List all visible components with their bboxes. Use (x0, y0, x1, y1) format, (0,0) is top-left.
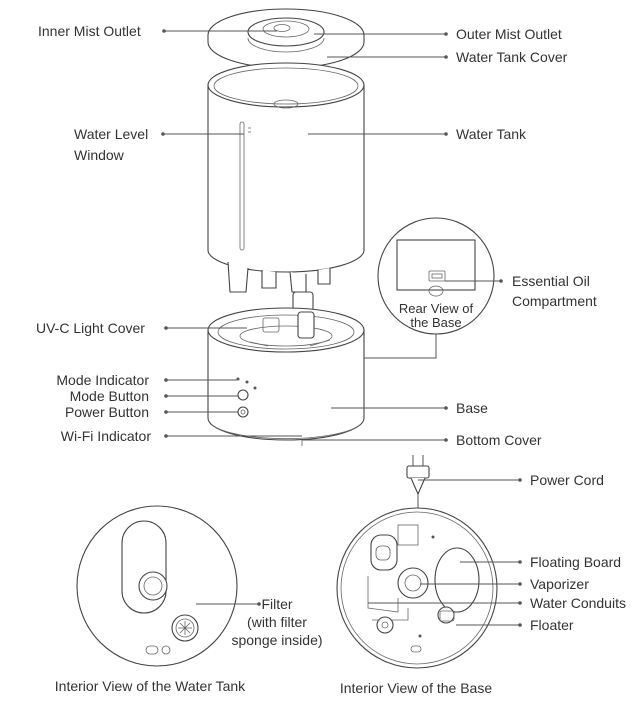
essential-oil-label-line1: Essential Oil (512, 273, 590, 289)
power-button-label: Power Button (65, 404, 149, 420)
essential-oil-label-line2: Compartment (512, 293, 597, 309)
interior-base-caption: Interior View of the Base (340, 680, 492, 696)
mode-button-label: Mode Button (70, 388, 149, 404)
power-plug-icon (406, 455, 430, 508)
vaporizer-label: Vaporizer (530, 576, 589, 592)
tank-interior-icon (76, 505, 238, 667)
water-level-window-label-line2: Window (74, 147, 125, 163)
water-tank-label: Water Tank (456, 126, 527, 142)
filter-label-line2: (with filter (247, 614, 307, 630)
interior-tank-caption: Interior View of the Water Tank (55, 678, 246, 694)
leader-lines (161, 29, 522, 627)
water-level-window-label-line1: Water Level (74, 126, 148, 142)
rear-view-label-line1: Rear View of (399, 301, 474, 316)
inner-mist-outlet-label: Inner Mist Outlet (38, 23, 141, 39)
base-icon (207, 307, 365, 446)
base-interior-icon (336, 507, 498, 669)
wifi-indicator-label: Wi-Fi Indicator (61, 428, 152, 444)
filter-label-line3: sponge inside) (231, 632, 322, 648)
base-label: Base (456, 400, 488, 416)
floating-board-label: Floating Board (530, 554, 621, 570)
rear-view-inset-icon (364, 217, 495, 359)
outer-mist-outlet-label: Outer Mist Outlet (456, 26, 562, 42)
bottom-cover-label: Bottom Cover (456, 432, 542, 448)
mode-indicator-label: Mode Indicator (56, 372, 149, 388)
water-tank-icon (207, 62, 365, 293)
floater-label: Floater (530, 617, 574, 633)
power-cord-label: Power Cord (530, 472, 604, 488)
filter-label-line1: Filter (261, 596, 292, 612)
uvc-light-cover-label: UV-C Light Cover (36, 320, 145, 336)
water-conduits-label: Water Conduits (530, 595, 626, 611)
rear-view-label-line2: the Base (410, 315, 461, 330)
humidifier-exploded-icon (207, 8, 495, 446)
water-tank-cover-label: Water Tank Cover (456, 49, 568, 65)
